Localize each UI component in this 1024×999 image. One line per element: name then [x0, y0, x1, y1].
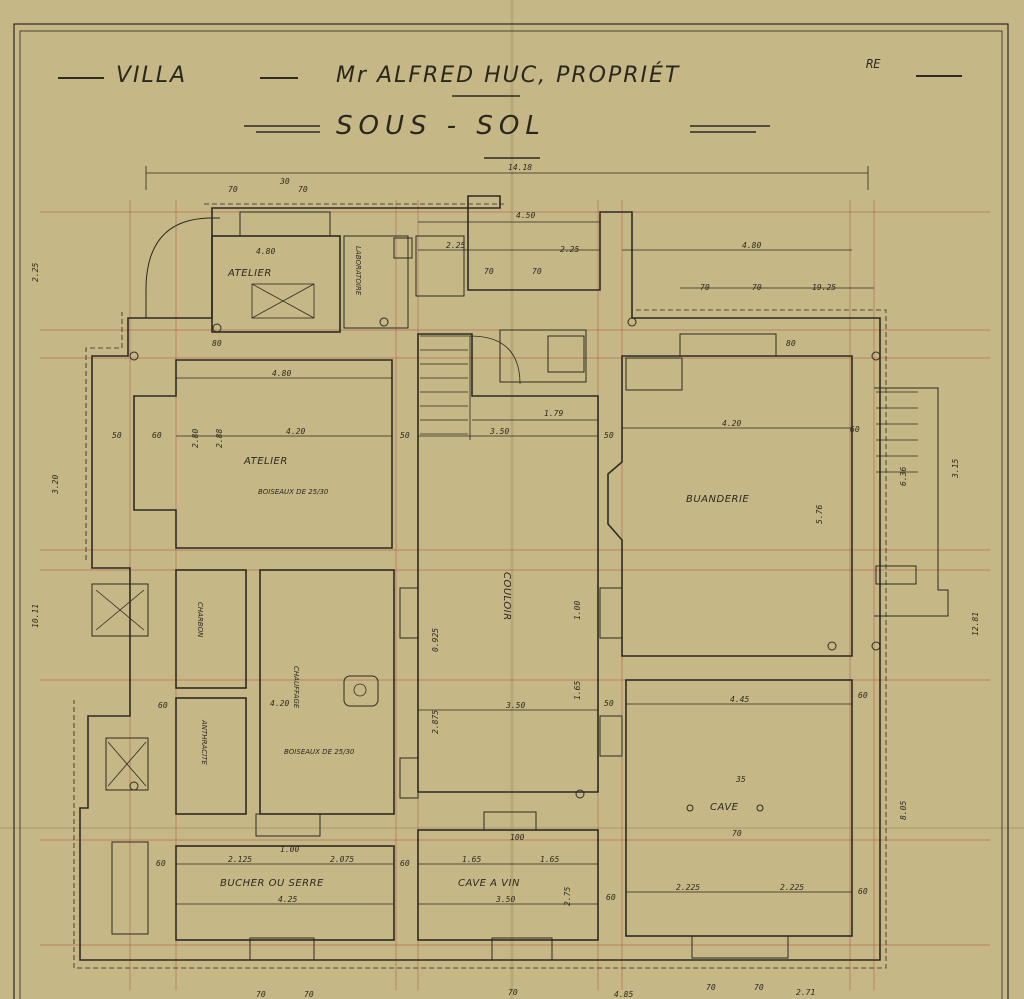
dim-60-h: 60 [400, 859, 410, 868]
dim-chauffage-4-20: 4.20 [270, 699, 289, 708]
dim-70-j: 70 [508, 988, 518, 997]
title-villa: VILLA [116, 63, 187, 88]
dim-atelier-4-80: 4.80 [272, 369, 291, 378]
dim-70-g: 70 [732, 829, 742, 838]
dim-1-00b: 1.00 [280, 845, 299, 854]
dim-cave-8-05: 8.05 [899, 801, 908, 820]
dim-2-875: 2.875 [431, 710, 440, 734]
dim-1-65: 1.65 [573, 681, 582, 700]
dim-top-4-50: 4.50 [516, 211, 535, 220]
dim-60-c: 60 [858, 691, 868, 700]
title-owner: Mr ALFRED HUC, PROPRIÉT [336, 62, 680, 88]
overall-dimension: 14.18 [145, 163, 869, 190]
dim-70-a: 70 [700, 283, 710, 292]
title-block: VILLA Mr ALFRED HUC, PROPRIÉT RE SOUS - … [58, 57, 962, 159]
inner-border [19, 30, 1003, 999]
dim-top-19-25: 19.25 [812, 283, 836, 292]
dim-70-b: 70 [752, 283, 762, 292]
label-anthracite: ANTHRACITE [200, 719, 208, 765]
dim-60-e: 60 [858, 887, 868, 896]
label-cave: CAVE [710, 802, 739, 813]
label-buanderie: BUANDERIE [686, 494, 749, 505]
dim-couloir-3-50b: 3.50 [505, 701, 525, 710]
dim-top-4-80-right: 4.80 [742, 241, 761, 250]
dim-buanderie-5-76: 5.76 [815, 505, 824, 524]
dim-atelier-2-88: 2.88 [215, 429, 224, 448]
dim-70-e: 70 [484, 267, 494, 276]
dim-50-d: 50 [604, 699, 614, 708]
dim-bucher-2-075: 2.075 [330, 855, 354, 864]
dim-80-a: 80 [212, 339, 222, 348]
dim-left-10-11: 10.11 [31, 604, 40, 628]
dim-couloir-3-50: 3.50 [489, 427, 509, 436]
dim-cave-2-225b: 2.225 [780, 883, 804, 892]
dim-overall-width: 14.18 [508, 163, 532, 172]
title-sous-sol: SOUS - SOL [336, 111, 546, 141]
dimension-annotations: 4.50 4.80 2.25 2.25 4.80 19.25 70 70 70 … [31, 177, 980, 999]
dim-cave-vin-3-50: 3.50 [495, 895, 515, 904]
label-bucher: BUCHER OU SERRE [220, 878, 324, 889]
dim-right-3-15: 3.15 [951, 459, 960, 479]
dim-60-f: 60 [606, 893, 616, 902]
dim-60-b: 60 [850, 425, 860, 434]
dim-70-f: 70 [532, 267, 542, 276]
dim-cave-vin-1-65b: 1.65 [540, 855, 559, 864]
dim-cave-4-45: 4.45 [730, 695, 749, 704]
dim-cave-vin-2-75: 2.75 [563, 887, 572, 906]
dim-top-2-25b: 2.25 [560, 245, 579, 254]
dim-70-l: 70 [754, 983, 764, 992]
dim-2-71: 2.71 [796, 988, 815, 997]
dim-bucher-4-25: 4.25 [278, 895, 297, 904]
label-atelier: ATELIER [243, 456, 288, 467]
dim-cave-2-225a: 2.225 [676, 883, 700, 892]
dim-60-g: 60 [156, 859, 166, 868]
dim-cave-vin-1-65a: 1.65 [462, 855, 481, 864]
label-atelier-small: ATELIER [227, 268, 272, 279]
dim-atelier-4-20: 4.20 [286, 427, 305, 436]
dim-left-3-20: 3.20 [51, 475, 60, 495]
dim-60-d: 60 [158, 701, 168, 710]
dim-70-h: 70 [256, 990, 266, 999]
dim-35: 35 [735, 775, 746, 784]
dim-buanderie-4-20: 4.20 [722, 419, 741, 428]
dim-100-a: 100 [510, 833, 525, 842]
dim-top-2-25: 2.25 [446, 241, 465, 250]
dim-buanderie-6-36: 6.36 [899, 467, 908, 486]
dim-0-925: 0.925 [431, 628, 440, 652]
dim-80-b: 80 [786, 339, 796, 348]
fixtures [95, 283, 881, 812]
staircase [420, 335, 918, 473]
label-laboratoire: LABORATOIRE [354, 246, 362, 296]
dim-50-b: 50 [112, 431, 122, 440]
dim-right-12-81: 12.81 [971, 612, 980, 636]
label-chauffage-note: BOISEAUX DE 25/30 [284, 748, 355, 756]
title-owner-suffix: RE [866, 57, 881, 71]
dim-atelier-2-80: 2.80 [191, 429, 200, 448]
label-chauffage: CHAUFFAGE [292, 666, 300, 709]
label-atelier-note: BOISEAUX DE 25/30 [258, 488, 329, 496]
label-charbon: CHARBON [196, 602, 204, 638]
dim-30-a: 30 [279, 177, 290, 186]
label-cave-vin: CAVE A VIN [458, 878, 520, 889]
dim-70-k: 70 [706, 983, 716, 992]
dim-70-d: 70 [298, 185, 308, 194]
dim-50-c: 50 [604, 431, 614, 440]
label-couloir: COULOIR [501, 572, 512, 621]
dim-top-4-80-left: 4.80 [256, 247, 275, 256]
interior-walls [91, 211, 949, 961]
dim-4-85: 4.85 [614, 990, 633, 999]
outer-border [13, 23, 1009, 999]
dim-1-00: 1.00 [573, 601, 582, 620]
dim-50-a: 50 [400, 431, 410, 440]
outer-walls [73, 195, 887, 969]
dim-70-i: 70 [304, 990, 314, 999]
dim-left-2-25: 2.25 [31, 263, 40, 282]
dim-70-c: 70 [228, 185, 238, 194]
dim-bucher-2-125: 2.125 [228, 855, 252, 864]
dim-couloir-1-79: 1.79 [544, 409, 563, 418]
dim-60-a: 60 [152, 431, 162, 440]
